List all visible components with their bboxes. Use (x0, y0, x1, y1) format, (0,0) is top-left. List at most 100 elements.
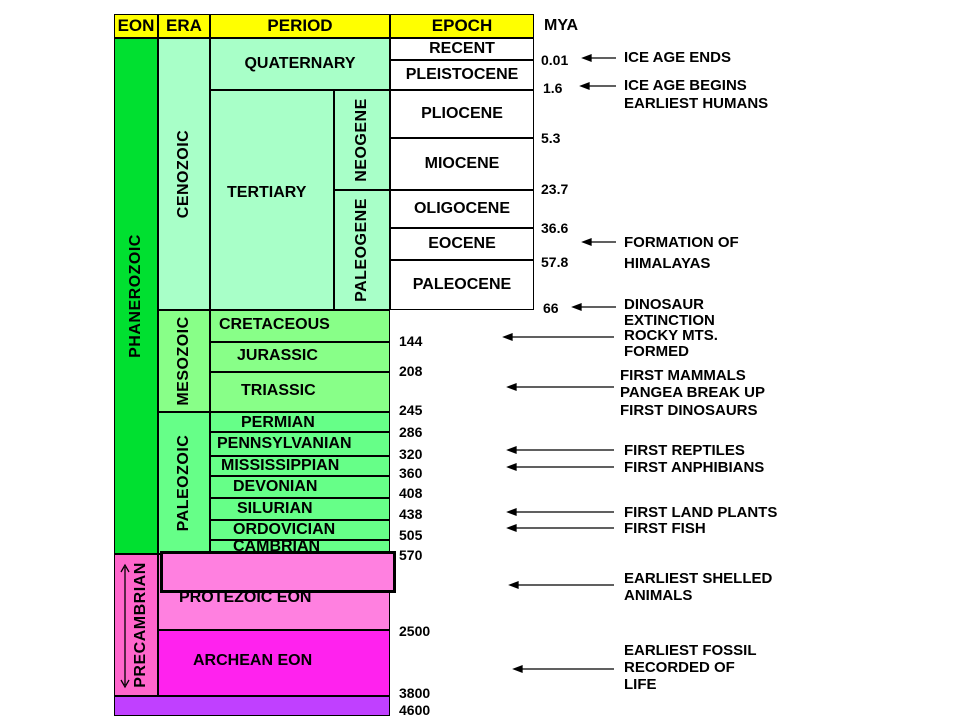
mya-value: 286 (399, 424, 423, 440)
event-label: ICE AGE BEGINS (624, 77, 747, 94)
arrow-icon (506, 446, 614, 454)
eon-protezoic-label: PROTEZOIC EON (179, 589, 312, 606)
header-era: ERA (158, 14, 210, 38)
period-cretaceous-label: CRETACEOUS (219, 316, 330, 333)
period-devonian: DEVONIAN (210, 476, 390, 498)
event-label: LIFE (624, 676, 657, 693)
event-label: FORMATION OF (624, 234, 739, 251)
event-label: FIRST DINOSAURS (620, 402, 758, 419)
period-paleogene: PALEOGENE (334, 190, 390, 310)
era-mesozoic: MESOZOIC (158, 310, 210, 412)
epoch-oligocene-label: OLIGOCENE (413, 200, 510, 217)
event-label: FIRST LAND PLANTS (624, 504, 778, 521)
period-ordovician: ORDOVICIAN (210, 520, 390, 540)
mya-value: 245 (399, 402, 423, 418)
mya-value: 3800 (399, 685, 431, 701)
event-label: EARLIEST HUMANS (624, 95, 769, 112)
mya-value: 23.7 (541, 181, 569, 197)
mya-value: 570 (399, 547, 423, 563)
epoch-miocene: MIOCENE (390, 138, 534, 190)
period-triassic: TRIASSIC (210, 372, 390, 412)
eon-precambrian: PRECAMBRIAN (114, 554, 158, 696)
epoch-oligocene: OLIGOCENE (390, 190, 534, 228)
period-neogene: NEOGENE (334, 90, 390, 190)
period-pennsylvanian-label: PENNSYLVANIAN (217, 435, 352, 452)
mya-value: 66 (543, 300, 559, 316)
event-label: DINOSAUR (624, 296, 705, 313)
event-label: FIRST REPTILES (624, 442, 745, 459)
period-cambrian-label: CAMBRIAN (233, 540, 321, 554)
header-epoch-label: EPOCH (431, 16, 493, 35)
eon-archean-label: ARCHEAN EON (193, 652, 313, 669)
header-mya: MYA (544, 17, 579, 34)
period-triassic-label: TRIASSIC (241, 382, 316, 399)
arrow-icon (506, 508, 614, 516)
period-silurian-label: SILURIAN (237, 500, 313, 517)
mya-value: 36.6 (541, 220, 569, 236)
period-mississippian: MISSISSIPPIAN (210, 456, 390, 476)
period-permian-label: PERMIAN (241, 414, 315, 431)
header-eon: EON (114, 14, 158, 38)
epoch-eocene: EOCENE (390, 228, 534, 260)
header-period: PERIOD (210, 14, 390, 38)
event-label: ICE AGE ENDS (624, 49, 731, 66)
epoch-pleistocene: PLEISTOCENE (390, 60, 534, 90)
mya-value: 208 (399, 363, 423, 379)
mya-value: 2500 (399, 623, 431, 639)
highlight-box (160, 551, 396, 593)
header-era-label: ERA (166, 16, 202, 35)
epoch-paleocene: PALEOCENE (390, 260, 534, 310)
period-pennsylvanian: PENNSYLVANIAN (210, 432, 390, 456)
span-arrow-icon (120, 563, 130, 689)
epoch-pliocene: PLIOCENE (390, 90, 534, 138)
mya-value: 144 (399, 333, 423, 349)
event-label: PANGEA BREAK UP (620, 384, 766, 401)
event-label: EXTINCTION (624, 312, 715, 329)
event-label: FIRST MAMMALS (620, 367, 746, 384)
arrow-icon (502, 333, 614, 341)
event-label: FIRST FISH (624, 520, 706, 537)
arrow-icon (506, 383, 614, 391)
period-quaternary-label: QUATERNARY (244, 55, 356, 72)
period-cretaceous: CRETACEOUS (210, 310, 390, 342)
eon-archean: ARCHEAN EON (158, 630, 390, 696)
mya-value: 0.01 (541, 52, 569, 68)
epoch-eocene-label: EOCENE (428, 235, 496, 252)
period-mississippian-label: MISSISSIPPIAN (221, 457, 340, 474)
event-label: EARLIEST FOSSIL (624, 642, 757, 659)
epoch-paleocene-label: PALEOCENE (412, 276, 512, 293)
event-label: RECORDED OF (624, 659, 735, 676)
period-devonian-label: DEVONIAN (233, 478, 318, 495)
period-tertiary-label: TERTIARY (227, 184, 307, 201)
mya-value: 4600 (399, 702, 431, 718)
arrow-icon (506, 463, 614, 471)
epoch-miocene-label: MIOCENE (424, 155, 500, 172)
epoch-recent: RECENT (390, 38, 534, 60)
base-bar (114, 696, 390, 716)
mya-value: 408 (399, 485, 423, 501)
mya-value: 438 (399, 506, 423, 522)
arrow-icon (512, 665, 614, 673)
event-label: ANIMALS (624, 587, 693, 604)
event-label: HIMALAYAS (624, 255, 711, 272)
mya-value: 360 (399, 465, 423, 481)
mya-value: 320 (399, 446, 423, 462)
epoch-pliocene-label: PLIOCENE (421, 105, 503, 122)
period-permian: PERMIAN (210, 412, 390, 432)
arrow-icon (581, 238, 616, 246)
mya-value: 57.8 (541, 254, 569, 270)
period-tertiary: TERTIARY (210, 90, 334, 310)
arrow-icon (571, 303, 616, 311)
event-label: ROCKY MTS. (624, 327, 718, 344)
mya-value: 5.3 (541, 130, 561, 146)
period-quaternary: QUATERNARY (210, 38, 390, 90)
event-label: FIRST ANPHIBIANS (624, 459, 765, 476)
arrow-icon (579, 82, 616, 90)
arrow-icon (506, 524, 614, 532)
header-period-label: PERIOD (267, 16, 333, 35)
event-label: EARLIEST SHELLED (624, 570, 773, 587)
epoch-recent-label: RECENT (429, 40, 495, 57)
era-cenozoic: CENOZOIC (158, 38, 210, 310)
